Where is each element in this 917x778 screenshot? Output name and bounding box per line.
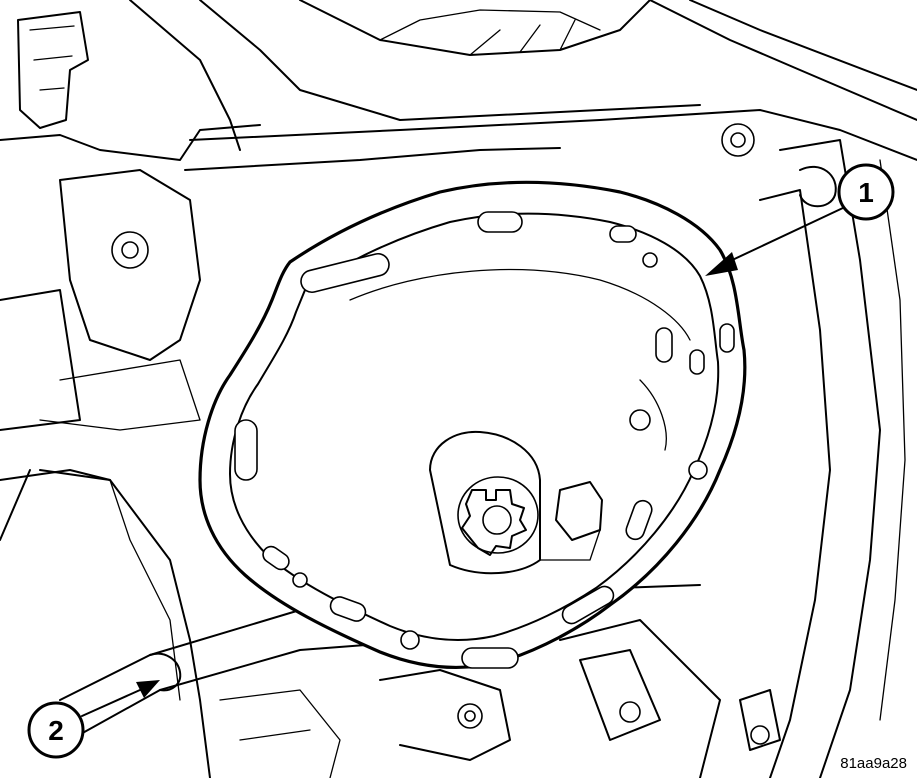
callout-leaders [81,206,846,717]
callout-1: 1 [837,163,895,221]
arrowhead-1 [705,252,738,276]
callout-2: 2 [27,701,85,759]
callout-2-label: 2 [48,715,64,746]
figure-id: 81aa9a28 [840,755,907,772]
callout-1-label: 1 [858,177,874,208]
main-component [198,180,747,670]
arrowhead-2 [136,680,160,698]
